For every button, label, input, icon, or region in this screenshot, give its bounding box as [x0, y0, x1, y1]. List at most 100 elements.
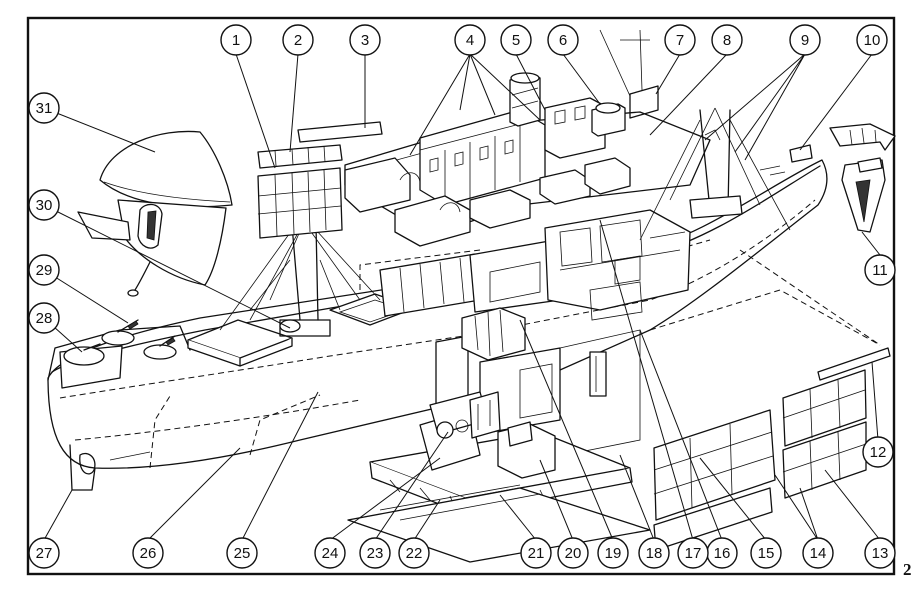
callout-number: 28 — [36, 310, 53, 327]
callout-circle — [547, 24, 579, 56]
callout-12: 12 — [862, 436, 894, 468]
callout-number: 16 — [714, 545, 731, 562]
callout-3: 3 — [349, 24, 381, 56]
callout-19: 19 — [597, 537, 629, 569]
callout-number: 13 — [872, 545, 889, 562]
callout-circle — [520, 537, 552, 569]
callout-1: 1 — [220, 24, 252, 56]
callout-number: 5 — [512, 32, 520, 49]
callout-number: 19 — [605, 545, 622, 562]
callout-circle — [802, 537, 834, 569]
hatch-covers — [257, 121, 383, 239]
callout-26: 26 — [132, 537, 164, 569]
callout-circle — [711, 24, 743, 56]
callout-number: 11 — [872, 262, 888, 279]
callout-circle — [282, 24, 314, 56]
callout-number: 29 — [36, 262, 53, 279]
midship-cutaway — [379, 209, 691, 457]
callout-number: 8 — [723, 32, 731, 49]
callout-circle — [226, 537, 258, 569]
callout-circle — [677, 537, 709, 569]
callout-circle — [789, 24, 821, 56]
callout-15: 15 — [750, 537, 782, 569]
callout-18: 18 — [638, 537, 670, 569]
callout-16: 16 — [706, 537, 738, 569]
callout-2: 2 — [282, 24, 314, 56]
callout-29: 29 — [28, 254, 60, 286]
callout-number: 24 — [322, 545, 339, 562]
callout-circle — [638, 537, 670, 569]
callout-number: 1 — [232, 32, 240, 49]
callout-number: 27 — [36, 545, 53, 562]
callout-number: 6 — [559, 32, 567, 49]
callout-7: 7 — [664, 24, 696, 56]
callout-9: 9 — [789, 24, 821, 56]
callout-25: 25 — [226, 537, 258, 569]
callout-number: 22 — [406, 545, 423, 562]
callout-circle — [349, 24, 381, 56]
callout-circle — [856, 24, 888, 56]
callout-number: 14 — [810, 545, 827, 562]
callout-number: 26 — [140, 545, 157, 562]
page-number: 2 — [903, 560, 912, 579]
callout-number: 15 — [758, 545, 775, 562]
callout-number: 23 — [367, 545, 384, 562]
callout-circle — [28, 537, 60, 569]
callout-circle — [314, 537, 346, 569]
callout-27: 27 — [28, 537, 60, 569]
callout-number: 3 — [361, 32, 369, 49]
superstructure — [344, 29, 711, 247]
callout-number: 4 — [466, 32, 474, 49]
diagram-frame — [26, 16, 896, 576]
callout-circle — [454, 24, 486, 56]
callout-circle — [28, 254, 60, 286]
ship-hull — [47, 159, 881, 491]
callout-6: 6 — [547, 24, 579, 56]
callout-number: 12 — [870, 444, 887, 461]
callout-circle — [500, 24, 532, 56]
callout-10: 10 — [856, 24, 888, 56]
callout-circle — [28, 189, 60, 221]
callout-circle — [664, 24, 696, 56]
callout-number: 2 — [294, 32, 302, 49]
leader-lines — [43, 53, 881, 541]
callout-circle — [864, 537, 896, 569]
callout-number: 18 — [646, 545, 663, 562]
ventilator-cowl — [77, 130, 233, 297]
callout-21: 21 — [520, 537, 552, 569]
fore-mast — [639, 107, 791, 241]
callout-circle — [28, 92, 60, 124]
callout-number: 21 — [528, 545, 545, 562]
callout-number: 9 — [801, 32, 809, 49]
callout-31: 31 — [28, 92, 60, 124]
callout-circle — [864, 254, 896, 286]
callout-circle — [862, 436, 894, 468]
callout-24: 24 — [314, 537, 346, 569]
callout-20: 20 — [557, 537, 589, 569]
callout-number: 25 — [234, 545, 251, 562]
callout-28: 28 — [28, 302, 60, 334]
aft-mast — [219, 221, 381, 337]
engine-room-floor — [369, 391, 633, 515]
callout-8: 8 — [711, 24, 743, 56]
callout-circle — [220, 24, 252, 56]
callout-number: 30 — [36, 197, 53, 214]
callout-circle — [597, 537, 629, 569]
callout-23: 23 — [359, 537, 391, 569]
callout-circle — [132, 537, 164, 569]
bow-section — [759, 123, 896, 233]
callout-number: 20 — [565, 545, 582, 562]
callout-number: 17 — [685, 545, 702, 562]
callout-30: 30 — [28, 189, 60, 221]
callout-14: 14 — [802, 537, 834, 569]
callout-number: 10 — [864, 32, 881, 49]
callout-circle — [359, 537, 391, 569]
callout-number: 31 — [36, 100, 53, 117]
callout-11: 11 — [864, 254, 896, 286]
callout-circle — [398, 537, 430, 569]
callout-circle — [28, 302, 60, 334]
side-hull-plates — [653, 347, 891, 551]
callout-number: 7 — [676, 32, 684, 49]
